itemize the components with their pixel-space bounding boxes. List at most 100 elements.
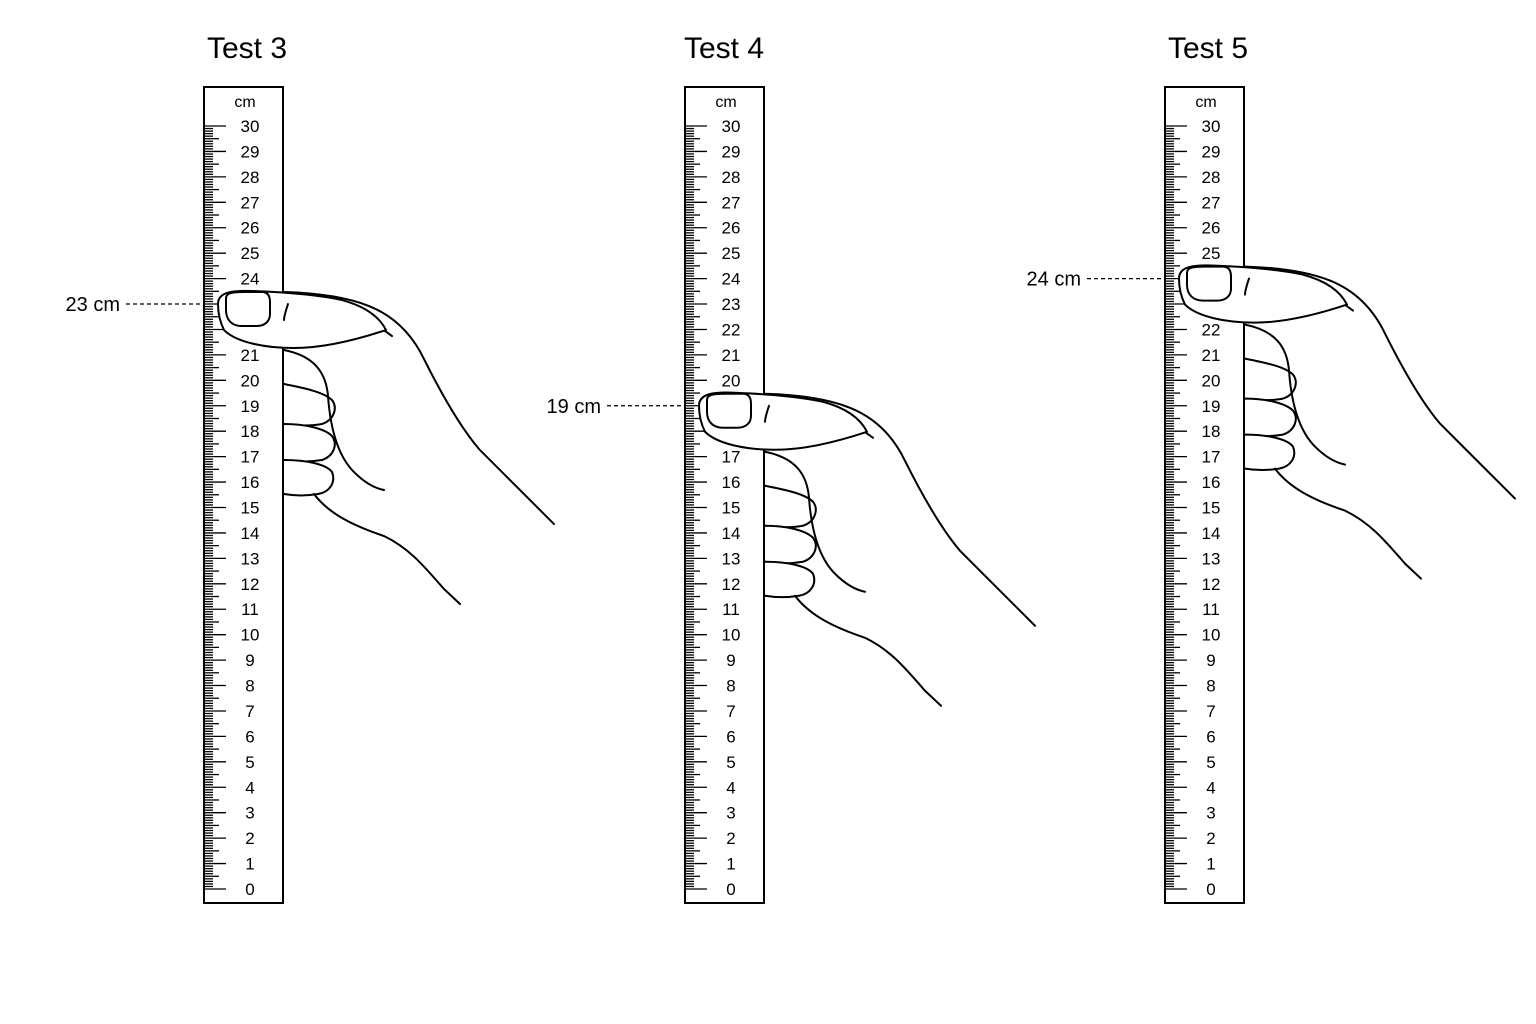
tick-label: 14 bbox=[241, 524, 260, 543]
test-panel-3: Test 3cm01234567891011121314151617181920… bbox=[66, 32, 555, 904]
thumb-crease bbox=[283, 303, 289, 322]
test-panel-4: Test 4cm01234567891011121314151617181920… bbox=[547, 32, 1036, 904]
tick-label: 5 bbox=[245, 753, 254, 772]
thumbnail bbox=[1186, 265, 1232, 302]
tick-label: 29 bbox=[722, 142, 741, 161]
tick-label: 11 bbox=[722, 600, 740, 619]
hand bbox=[1178, 264, 1516, 580]
tick-label: 30 bbox=[241, 117, 260, 136]
tick-label: 25 bbox=[1202, 244, 1221, 263]
tick-label: 12 bbox=[722, 575, 741, 594]
thumb-crease bbox=[764, 404, 770, 423]
tick-label: 13 bbox=[1202, 549, 1221, 568]
tick-label: 10 bbox=[241, 626, 260, 645]
tick-label: 21 bbox=[241, 346, 260, 365]
hand-wrist-contour bbox=[1274, 467, 1422, 580]
tick-label: 24 bbox=[241, 270, 260, 289]
tick-label: 26 bbox=[1202, 219, 1221, 238]
tick-label: 22 bbox=[1202, 320, 1221, 339]
tick-label: 12 bbox=[241, 575, 260, 594]
thumb-base-contour bbox=[764, 450, 866, 593]
tick-label: 27 bbox=[722, 193, 741, 212]
tick-label: 30 bbox=[722, 117, 741, 136]
tick-label: 26 bbox=[722, 219, 741, 238]
tick-label: 24 bbox=[722, 270, 741, 289]
tick-label: 6 bbox=[1206, 727, 1215, 746]
test-title: Test 3 bbox=[207, 32, 287, 65]
reading-label: 23 cm bbox=[66, 294, 120, 316]
tick-label: 3 bbox=[1206, 804, 1215, 823]
tick-label: 4 bbox=[726, 778, 735, 797]
tick-label: 23 bbox=[722, 295, 741, 314]
tick-label: 25 bbox=[241, 244, 260, 263]
tick-label: 0 bbox=[726, 880, 735, 899]
tick-label: 29 bbox=[1202, 142, 1221, 161]
tick-label: 16 bbox=[241, 473, 260, 492]
tick-label: 8 bbox=[726, 677, 735, 696]
unit-label: cm bbox=[234, 94, 255, 111]
thumbnail bbox=[225, 291, 271, 328]
tick-label: 11 bbox=[1202, 600, 1220, 619]
tick-label: 15 bbox=[1202, 499, 1221, 518]
tick-label: 15 bbox=[241, 499, 260, 518]
tick-label: 16 bbox=[1202, 473, 1221, 492]
tick-label: 1 bbox=[245, 855, 254, 874]
thumb-base-contour bbox=[283, 349, 385, 492]
reading-label: 24 cm bbox=[1027, 269, 1081, 291]
tick-label: 3 bbox=[726, 804, 735, 823]
tick-label: 8 bbox=[245, 677, 254, 696]
unit-label: cm bbox=[715, 94, 736, 111]
tick-label: 20 bbox=[722, 371, 741, 390]
tick-label: 9 bbox=[726, 651, 735, 670]
tick-label: 0 bbox=[1206, 880, 1215, 899]
tick-label: 13 bbox=[722, 549, 741, 568]
unit-label: cm bbox=[1195, 94, 1216, 111]
tick-label: 2 bbox=[1206, 829, 1215, 848]
tick-label: 15 bbox=[722, 499, 741, 518]
ruler: cm01234567891011121314151617181920212223… bbox=[684, 86, 765, 904]
tick-label: 9 bbox=[245, 651, 254, 670]
tick-label: 14 bbox=[722, 524, 741, 543]
hand bbox=[698, 391, 1036, 707]
tick-label: 27 bbox=[241, 193, 260, 212]
hand-back-contour bbox=[764, 392, 1036, 627]
test-panel-5: Test 5cm01234567891011121314151617181920… bbox=[1027, 32, 1516, 904]
tick-label: 28 bbox=[241, 168, 260, 187]
tick-label: 28 bbox=[1202, 168, 1221, 187]
curled-fingers bbox=[283, 383, 336, 497]
tick-label: 22 bbox=[722, 320, 741, 339]
tick-label: 25 bbox=[722, 244, 741, 263]
tick-label: 19 bbox=[1202, 397, 1221, 416]
tick-label: 18 bbox=[241, 422, 260, 441]
tick-label: 9 bbox=[1206, 651, 1215, 670]
curled-fingers bbox=[764, 484, 817, 599]
tick-label: 8 bbox=[1206, 677, 1215, 696]
tick-label: 17 bbox=[1202, 448, 1221, 467]
tick-label: 21 bbox=[722, 346, 741, 365]
tick-label: 30 bbox=[1202, 117, 1221, 136]
test-title: Test 5 bbox=[1168, 32, 1248, 65]
thumbnail bbox=[706, 392, 752, 429]
test-title: Test 4 bbox=[684, 32, 764, 65]
curled-fingers bbox=[1244, 357, 1297, 472]
hand-wrist-contour bbox=[794, 594, 942, 707]
reading-label: 19 cm bbox=[547, 396, 601, 418]
tick-label: 10 bbox=[1202, 626, 1221, 645]
tick-label: 27 bbox=[1202, 193, 1221, 212]
tick-label: 10 bbox=[722, 626, 741, 645]
tick-label: 16 bbox=[722, 473, 741, 492]
tick-label: 7 bbox=[1206, 702, 1215, 721]
tick-label: 4 bbox=[245, 778, 254, 797]
tick-label: 21 bbox=[1202, 346, 1221, 365]
tick-label: 2 bbox=[726, 829, 735, 848]
tick-label: 20 bbox=[1202, 371, 1221, 390]
tick-label: 13 bbox=[241, 549, 260, 568]
tick-label: 5 bbox=[726, 753, 735, 772]
ruler: cm01234567891011121314151617181920212223… bbox=[203, 86, 284, 904]
tick-label: 0 bbox=[245, 880, 254, 899]
tick-label: 17 bbox=[241, 448, 260, 467]
tick-label: 17 bbox=[722, 448, 741, 467]
tick-label: 11 bbox=[241, 600, 259, 619]
thumb-base-contour bbox=[1244, 323, 1346, 466]
tick-label: 14 bbox=[1202, 524, 1221, 543]
